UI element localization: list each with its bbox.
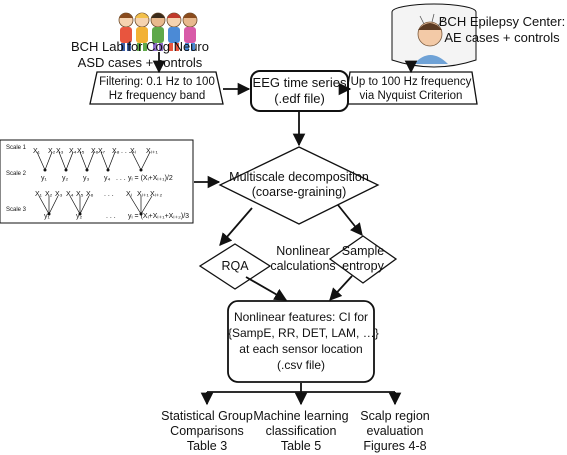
filter-right-line1: Up to 100 Hz frequency — [350, 76, 472, 88]
s1-x2: X₂ — [48, 148, 56, 155]
s3-y2: y₂ — [76, 213, 83, 220]
output-ml-line3: Table 5 — [280, 439, 322, 453]
ae-source-line1: BCH Epilepsy Center: — [438, 14, 566, 29]
filter-right-line2: via Nyquist Criterion — [359, 90, 463, 102]
nonlinear-label: Nonlinear calculations — [268, 244, 338, 274]
s3-dots2: . . . — [106, 213, 116, 220]
features-line4: (.csv file) — [277, 358, 325, 372]
features-label: Nonlinear features: CI for {SampE, RR, D… — [228, 309, 379, 373]
s1-dots: . . . — [121, 148, 131, 155]
s1-xi: Xᵢ — [130, 148, 136, 155]
asd-source-line2: ASD cases + controls — [77, 54, 203, 70]
s1-x3: X₃ — [56, 148, 64, 155]
patient-eeg-illustration — [391, 3, 477, 68]
output-statistical-line2: Comparisons — [170, 424, 244, 438]
ae-source-label: BCH Epilepsy Center: AE cases + controls — [438, 14, 566, 45]
output-ml-line2: classification — [265, 424, 337, 438]
output-scalp-line3: Figures 4-8 — [363, 439, 427, 453]
s3-eq: yᵢ = (Xᵢ+Xᵢ₊₁+Xᵢ₊₂)/3 — [128, 213, 190, 220]
connectors — [152, 52, 418, 406]
scale1-label: Scale 1 — [6, 145, 27, 151]
s3-dots: . . . — [104, 191, 114, 198]
nonlinear-line2: calculations — [270, 259, 336, 273]
children-illustration — [118, 12, 198, 51]
s3-x6: X₆ — [86, 191, 94, 198]
eeg-label: EEG time series (.edf file) — [251, 75, 348, 106]
s2-y3: y₃ — [83, 175, 90, 182]
s2-eq: yᵢ = (Xᵢ+Xᵢ₊₁)/2 — [128, 175, 173, 182]
s1-x8: X₈ — [112, 148, 120, 155]
features-line2: {SampE, RR, DET, LAM, …} — [228, 326, 379, 340]
s3-x5: X₅ — [76, 191, 84, 198]
s2-dots: . . . — [116, 175, 126, 182]
eeg-line2: (.edf file) — [274, 90, 325, 106]
s3-xi2: Xᵢ₊₂ — [150, 191, 163, 198]
s3-x3: X₃ — [55, 191, 63, 198]
output-statistical-line1: Statistical Group — [161, 409, 253, 423]
s1-xi1: Xᵢ₊₁ — [146, 148, 158, 155]
asd-source-line1: BCH Lab for Cog Neuro — [70, 39, 209, 54]
sample-line2: entropy — [342, 259, 384, 273]
nonlinear-line1: Nonlinear — [276, 244, 330, 258]
filter-right-label: Up to 100 Hz frequency via Nyquist Crite… — [346, 75, 476, 103]
ae-source-line2: AE cases + controls — [444, 29, 560, 45]
features-line1: Nonlinear features: CI for — [233, 310, 369, 324]
s2-y4: y₄ — [104, 175, 111, 182]
s2-y1: y₁ — [41, 175, 47, 182]
filter-left-line2: Hz frequency band — [108, 90, 206, 102]
s3-y1: y₁ — [44, 213, 50, 220]
multiscale-inset — [0, 139, 194, 224]
sample-line1: Sample — [341, 244, 385, 258]
s3-x2: X₂ — [45, 191, 53, 198]
features-box — [227, 300, 375, 383]
asd-source-label: BCH Lab for Cog Neuro ASD cases + contro… — [60, 39, 220, 70]
s1-x1: X₁ — [33, 148, 41, 155]
sample-entropy-label: Sample entropy — [333, 244, 393, 274]
s1-x6: X₆ — [91, 148, 99, 155]
features-line3: at each sensor location — [239, 342, 363, 356]
s3-x4: X₄ — [66, 191, 74, 198]
output-scalp-line1: Scalp region — [360, 409, 430, 423]
multiscale-line1: Multiscale decomposition — [229, 170, 369, 184]
s1-x4: X₄ — [69, 148, 77, 155]
output-ml-line1: Machine learning — [253, 409, 349, 423]
output-scalp-line2: evaluation — [366, 424, 424, 438]
filter-left-shape — [89, 71, 224, 105]
rqa-diamond — [198, 243, 272, 290]
s1-x7: X₇ — [98, 148, 106, 155]
multiscale-line2: (coarse-graining) — [251, 185, 347, 199]
rqa-label: RQA — [221, 259, 249, 273]
scale3-label: Scale 3 — [6, 207, 27, 213]
sample-entropy-diamond — [328, 235, 398, 284]
multiscale-label: Multiscale decomposition (coarse-grainin… — [224, 170, 374, 200]
output-scalp-region: Scalp region evaluation Figures 4-8 — [345, 409, 445, 454]
s2-y2: y₂ — [62, 175, 69, 182]
s1-x5: X₅ — [77, 148, 85, 155]
filter-left-line1: Filtering: 0.1 Hz to 100 — [99, 76, 215, 88]
eeg-line1: EEG time series — [252, 75, 347, 90]
s3-xi1: Xᵢ₊₁ — [137, 191, 149, 198]
output-machine-learning: Machine learning classification Table 5 — [246, 409, 356, 454]
s3-x1: X₁ — [35, 191, 43, 198]
multiscale-diamond — [218, 146, 380, 225]
output-statistical: Statistical Group Comparisons Table 3 — [152, 409, 262, 454]
output-statistical-line3: Table 3 — [186, 439, 228, 453]
filter-left-label: Filtering: 0.1 Hz to 100 Hz frequency ba… — [93, 75, 221, 103]
scale2-label: Scale 2 — [6, 171, 27, 177]
s3-xi: Xᵢ — [126, 191, 132, 198]
